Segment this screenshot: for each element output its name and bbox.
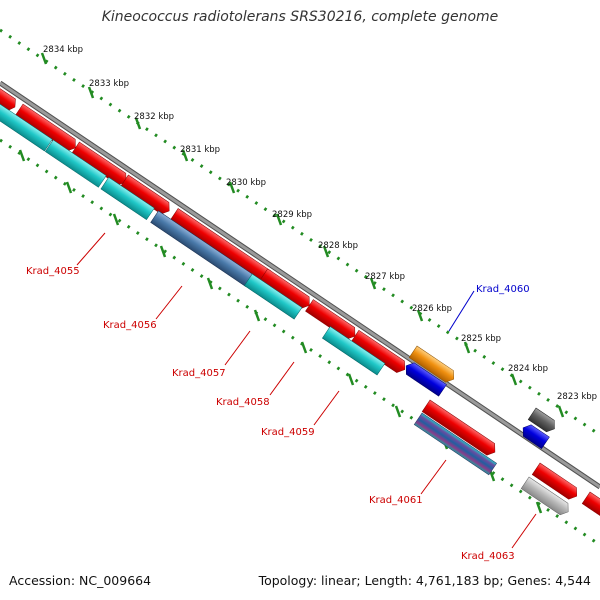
gene-label-krad-4058[interactable]: Krad_4058 bbox=[216, 397, 270, 408]
gene-arrow-striped[interactable] bbox=[413, 412, 497, 476]
ruler-tick-lower bbox=[300, 341, 308, 354]
ruler-label: 2825 kbp bbox=[461, 334, 501, 344]
gene-arrow-blue[interactable] bbox=[402, 360, 447, 397]
genes-upper-strand bbox=[0, 85, 558, 450]
ruler-label: 2831 kbp bbox=[180, 145, 220, 155]
accession-text: Accession: NC_009664 bbox=[9, 573, 152, 588]
ruler-tick bbox=[275, 213, 283, 226]
gene-arrow-red[interactable] bbox=[259, 268, 313, 311]
gene-label-krad-4056[interactable]: Krad_4056 bbox=[103, 320, 157, 331]
gene-arrow-red[interactable] bbox=[421, 399, 499, 458]
ruler-tick-lower bbox=[112, 213, 120, 226]
gene-arrow-red[interactable] bbox=[169, 208, 275, 286]
ruler-tick-lower bbox=[347, 373, 355, 386]
gene-arrow-red[interactable] bbox=[14, 103, 79, 154]
ruler-tick-lower bbox=[159, 245, 167, 258]
leader-krad-4056 bbox=[155, 285, 183, 320]
ruler-label: 2827 kbp bbox=[365, 272, 405, 282]
gene-arrow-cyan[interactable] bbox=[321, 326, 386, 376]
gene-label-krad-4063[interactable]: Krad_4063 bbox=[461, 551, 515, 562]
ruler-label: 2830 kbp bbox=[226, 178, 266, 188]
ruler-tick-lower bbox=[18, 149, 26, 162]
ruler-label: 2823 kbp bbox=[557, 392, 597, 402]
map-title: Kineococcus radiotolerans SRS30216, comp… bbox=[101, 9, 499, 25]
ruler-label: 2833 kbp bbox=[89, 79, 129, 89]
ruler-tick-lower bbox=[206, 277, 214, 290]
ruler-tick-lower bbox=[65, 181, 73, 194]
gene-arrow-red[interactable] bbox=[0, 85, 19, 113]
leader-krad-4059 bbox=[313, 390, 340, 426]
ruler-tick bbox=[134, 117, 142, 130]
leader-krad-4057 bbox=[224, 330, 251, 366]
ruler-label: 2824 kbp bbox=[508, 364, 548, 374]
ruler-tick bbox=[40, 52, 48, 65]
ruler-label: 2834 kbp bbox=[43, 45, 83, 55]
gene-arrow-cyan[interactable] bbox=[100, 177, 155, 221]
gene-arrow-red[interactable] bbox=[531, 462, 580, 502]
gene-labels: Krad_4055 Krad_4056 Krad_4057 Krad_4058 … bbox=[26, 266, 530, 562]
ruler-ticks bbox=[18, 52, 565, 514]
genome-backbone bbox=[0, 80, 600, 490]
ruler-label: 2826 kbp bbox=[412, 304, 452, 314]
leader-krad-4060 bbox=[448, 290, 475, 332]
gene-arrow-blue[interactable] bbox=[519, 422, 550, 450]
leader-krad-4061 bbox=[420, 459, 447, 495]
gene-label-krad-4060[interactable]: Krad_4060 bbox=[476, 284, 530, 295]
ruler-tick bbox=[510, 373, 518, 386]
gene-arrow-cyan[interactable] bbox=[44, 139, 107, 188]
ruler-label: 2832 kbp bbox=[134, 112, 174, 122]
gene-arrow-cyan[interactable] bbox=[244, 273, 303, 320]
ruler-tick-lower bbox=[535, 501, 543, 514]
gene-arrow-light-gray[interactable] bbox=[520, 476, 572, 518]
label-leaders bbox=[76, 232, 537, 549]
ruler-label: 2828 kbp bbox=[318, 241, 358, 251]
gene-arrow-red[interactable] bbox=[120, 174, 174, 217]
ruler-dotted-line-lower bbox=[0, 138, 600, 547]
ruler-tick bbox=[181, 149, 189, 162]
ruler-tick bbox=[87, 86, 95, 99]
genome-summary-text: Topology: linear; Length: 4,761,183 bp; … bbox=[258, 573, 591, 588]
genes-lower-strand bbox=[0, 102, 600, 523]
ruler-tick bbox=[416, 309, 424, 322]
ruler-tick bbox=[557, 405, 565, 418]
gene-label-krad-4057[interactable]: Krad_4057 bbox=[172, 368, 226, 379]
gene-arrow-dark-gray[interactable] bbox=[527, 407, 558, 435]
leader-krad-4058 bbox=[269, 361, 295, 396]
leader-krad-4063 bbox=[511, 513, 537, 549]
ruler-tick bbox=[228, 181, 236, 194]
ruler-tick bbox=[463, 341, 471, 354]
ruler-tick-lower bbox=[253, 309, 261, 322]
leader-krad-4055 bbox=[76, 232, 106, 266]
ruler-label: 2829 kbp bbox=[272, 210, 312, 220]
gene-arrow-red[interactable] bbox=[350, 329, 409, 375]
ruler-tick-lower bbox=[394, 405, 402, 418]
gene-arrow-red[interactable] bbox=[305, 299, 358, 342]
gene-arrow-orange[interactable] bbox=[408, 345, 457, 385]
gene-label-krad-4059[interactable]: Krad_4059 bbox=[261, 427, 315, 438]
gene-label-krad-4061[interactable]: Krad_4061 bbox=[369, 495, 423, 506]
gene-arrow-cyan[interactable] bbox=[0, 102, 53, 152]
gene-arrow-red[interactable] bbox=[71, 141, 130, 188]
gene-arrow-red[interactable] bbox=[581, 491, 600, 523]
ruler-tick bbox=[322, 245, 330, 258]
ruler-labels: 2834 kbp 2833 kbp 2832 kbp 2831 kbp 2830… bbox=[43, 45, 597, 402]
ruler-tick bbox=[369, 277, 377, 290]
gene-label-krad-4055[interactable]: Krad_4055 bbox=[26, 266, 80, 277]
